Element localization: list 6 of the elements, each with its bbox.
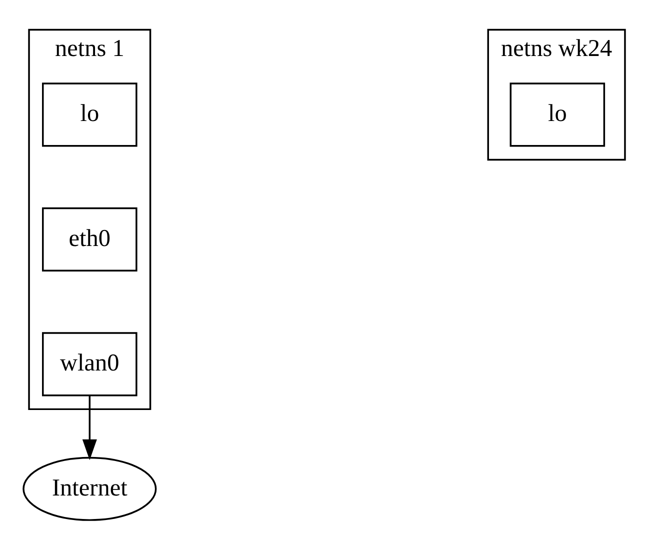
node-ellipse: Internet [22,456,157,520]
node-box: wlan0 [42,332,138,396]
node-box: lo [510,82,606,146]
node-box: lo [42,82,138,146]
arrow [82,395,97,460]
node-box: eth0 [42,206,138,271]
